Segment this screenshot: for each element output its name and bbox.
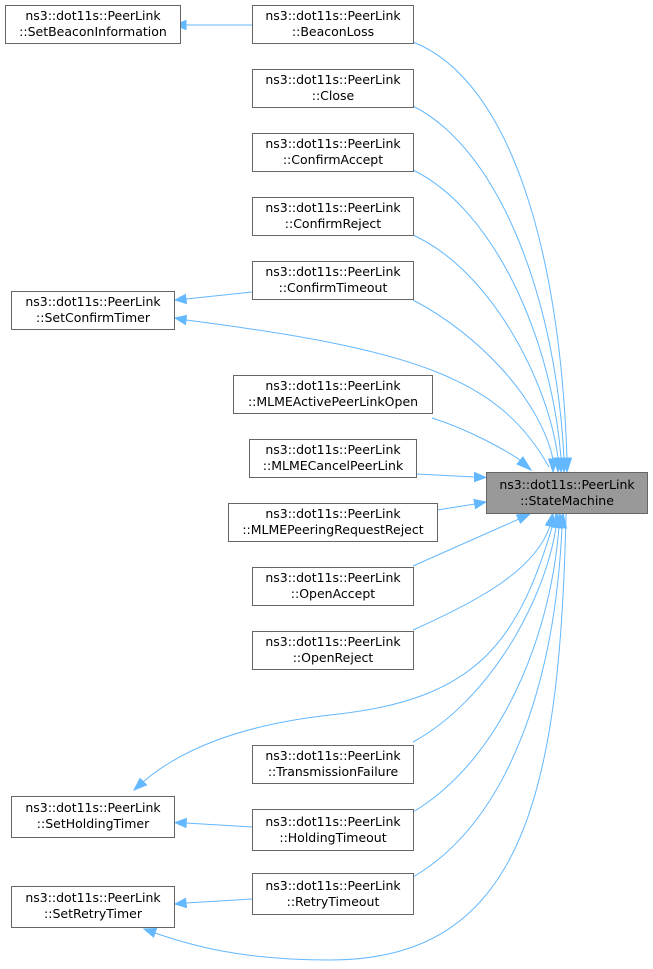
node-label-line2: ::MLMEPeeringRequestReject: [242, 522, 423, 537]
node-label-line1: ns3::dot11s::PeerLink: [265, 814, 401, 829]
node-label-line1: ns3::dot11s::PeerLink: [265, 264, 401, 279]
node-holding-timeout[interactable]: ns3::dot11s::PeerLink ::HoldingTimeout: [252, 809, 414, 851]
node-label-line2: ::TransmissionFailure: [268, 764, 399, 779]
node-close[interactable]: ns3::dot11s::PeerLink ::Close: [252, 69, 414, 108]
edge-mlmeactive-to-statemachine: [431, 417, 533, 472]
node-label-line1: ns3::dot11s::PeerLink: [265, 570, 401, 585]
edge-statemachine-to-setretry: [142, 513, 567, 961]
node-mlme-peering-request-reject[interactable]: ns3::dot11s::PeerLink ::MLMEPeeringReque…: [228, 503, 438, 542]
edge-confirmtimeout-to-statemachine: [412, 299, 559, 474]
edge-beaconloss-to-setbeacon: [173, 19, 252, 31]
node-label-line2: ::ConfirmTimeout: [279, 280, 388, 295]
edge-confirmtimeout-to-setconfirmtimer: [173, 291, 253, 305]
node-confirm-reject[interactable]: ns3::dot11s::PeerLink ::ConfirmReject: [252, 197, 414, 236]
node-label-line2: ::HoldingTimeout: [279, 830, 386, 845]
node-label-line2: ::BeaconLoss: [292, 24, 374, 39]
node-retry-timeout[interactable]: ns3::dot11s::PeerLink ::RetryTimeout: [252, 873, 414, 915]
edge-statemachine-to-setholding: [132, 513, 557, 791]
node-label-line2: ::ConfirmReject: [285, 216, 382, 231]
node-mlme-active-peer-link-open[interactable]: ns3::dot11s::PeerLink ::MLMEActivePeerLi…: [233, 375, 433, 414]
edge-mlmecancel-to-statemachine: [415, 471, 488, 483]
node-label-line1: ns3::dot11s::PeerLink: [265, 442, 401, 457]
node-beacon-loss[interactable]: ns3::dot11s::PeerLink ::BeaconLoss: [252, 5, 414, 44]
edge-confirmreject-to-statemachine: [412, 234, 564, 474]
edge-retrytimeout-to-statemachine: [412, 511, 568, 878]
node-label-line1: ns3::dot11s::PeerLink: [25, 800, 161, 815]
node-label-line1: ns3::dot11s::PeerLink: [265, 8, 401, 23]
node-label-line1: ns3::dot11s::PeerLink: [25, 294, 161, 309]
node-label-line1: ns3::dot11s::PeerLink: [265, 378, 401, 393]
node-open-accept[interactable]: ns3::dot11s::PeerLink ::OpenAccept: [252, 567, 414, 606]
node-label-line1: ns3::dot11s::PeerLink: [25, 8, 161, 23]
node-label-line2: ::MLMECancelPeerLink: [263, 458, 404, 473]
node-label-line2: ::ConfirmAccept: [283, 152, 383, 167]
node-mlme-cancel-peer-link[interactable]: ns3::dot11s::PeerLink ::MLMECancelPeerLi…: [249, 439, 417, 478]
focus-label-line1: ns3::dot11s::PeerLink: [499, 477, 635, 492]
node-label-line2: ::SetBeaconInformation: [19, 24, 167, 39]
node-set-holding-timer[interactable]: ns3::dot11s::PeerLink ::SetHoldingTimer: [11, 796, 175, 838]
node-label-line1: ns3::dot11s::PeerLink: [265, 136, 401, 151]
node-open-reject[interactable]: ns3::dot11s::PeerLink ::OpenReject: [252, 631, 414, 670]
node-label-line2: ::SetConfirmTimer: [36, 310, 151, 325]
node-label-line2: ::MLMEActivePeerLinkOpen: [248, 394, 418, 409]
node-confirm-accept[interactable]: ns3::dot11s::PeerLink ::ConfirmAccept: [252, 133, 414, 172]
node-label-line2: ::RetryTimeout: [287, 894, 380, 909]
node-label-line2: ::SetRetryTimer: [44, 906, 143, 921]
node-label-line1: ns3::dot11s::PeerLink: [265, 72, 401, 87]
edge-beaconloss-to-statemachine: [412, 41, 573, 474]
edge-mlmereject-to-statemachine: [436, 498, 488, 511]
node-state-machine-focus[interactable]: ns3::dot11s::PeerLink ::StateMachine: [486, 472, 648, 514]
edge-close-to-statemachine: [412, 105, 570, 474]
edge-retrytimeout-to-setretry: [173, 897, 253, 909]
node-label-line1: ns3::dot11s::PeerLink: [265, 748, 401, 763]
edge-openaccept-to-statemachine: [412, 512, 533, 567]
node-label-line1: ns3::dot11s::PeerLink: [265, 878, 401, 893]
edge-confirmaccept-to-statemachine: [412, 169, 567, 474]
node-set-retry-timer[interactable]: ns3::dot11s::PeerLink ::SetRetryTimer: [11, 886, 175, 928]
edge-holdingtimeout-to-setholding: [173, 817, 253, 829]
node-set-beacon-information[interactable]: ns3::dot11s::PeerLink ::SetBeaconInforma…: [5, 5, 181, 44]
node-label-line1: ns3::dot11s::PeerLink: [25, 890, 161, 905]
node-label-line2: ::SetHoldingTimer: [37, 816, 150, 831]
node-set-confirm-timer[interactable]: ns3::dot11s::PeerLink ::SetConfirmTimer: [11, 291, 175, 330]
node-confirm-timeout[interactable]: ns3::dot11s::PeerLink ::ConfirmTimeout: [252, 261, 414, 300]
edge-statemachine-to-setconfirmtimer: [173, 314, 550, 468]
node-label-line2: ::OpenReject: [293, 650, 374, 665]
node-label-line1: ns3::dot11s::PeerLink: [265, 506, 401, 521]
node-label-line2: ::Close: [312, 88, 355, 103]
edge-holdingtimeout-to-statemachine: [412, 511, 565, 813]
node-transmission-failure[interactable]: ns3::dot11s::PeerLink ::TransmissionFail…: [252, 745, 414, 784]
node-label-line1: ns3::dot11s::PeerLink: [265, 200, 401, 215]
node-label-line1: ns3::dot11s::PeerLink: [265, 634, 401, 649]
node-label-line2: ::OpenAccept: [291, 586, 376, 601]
focus-label-line2: ::StateMachine: [520, 493, 614, 508]
